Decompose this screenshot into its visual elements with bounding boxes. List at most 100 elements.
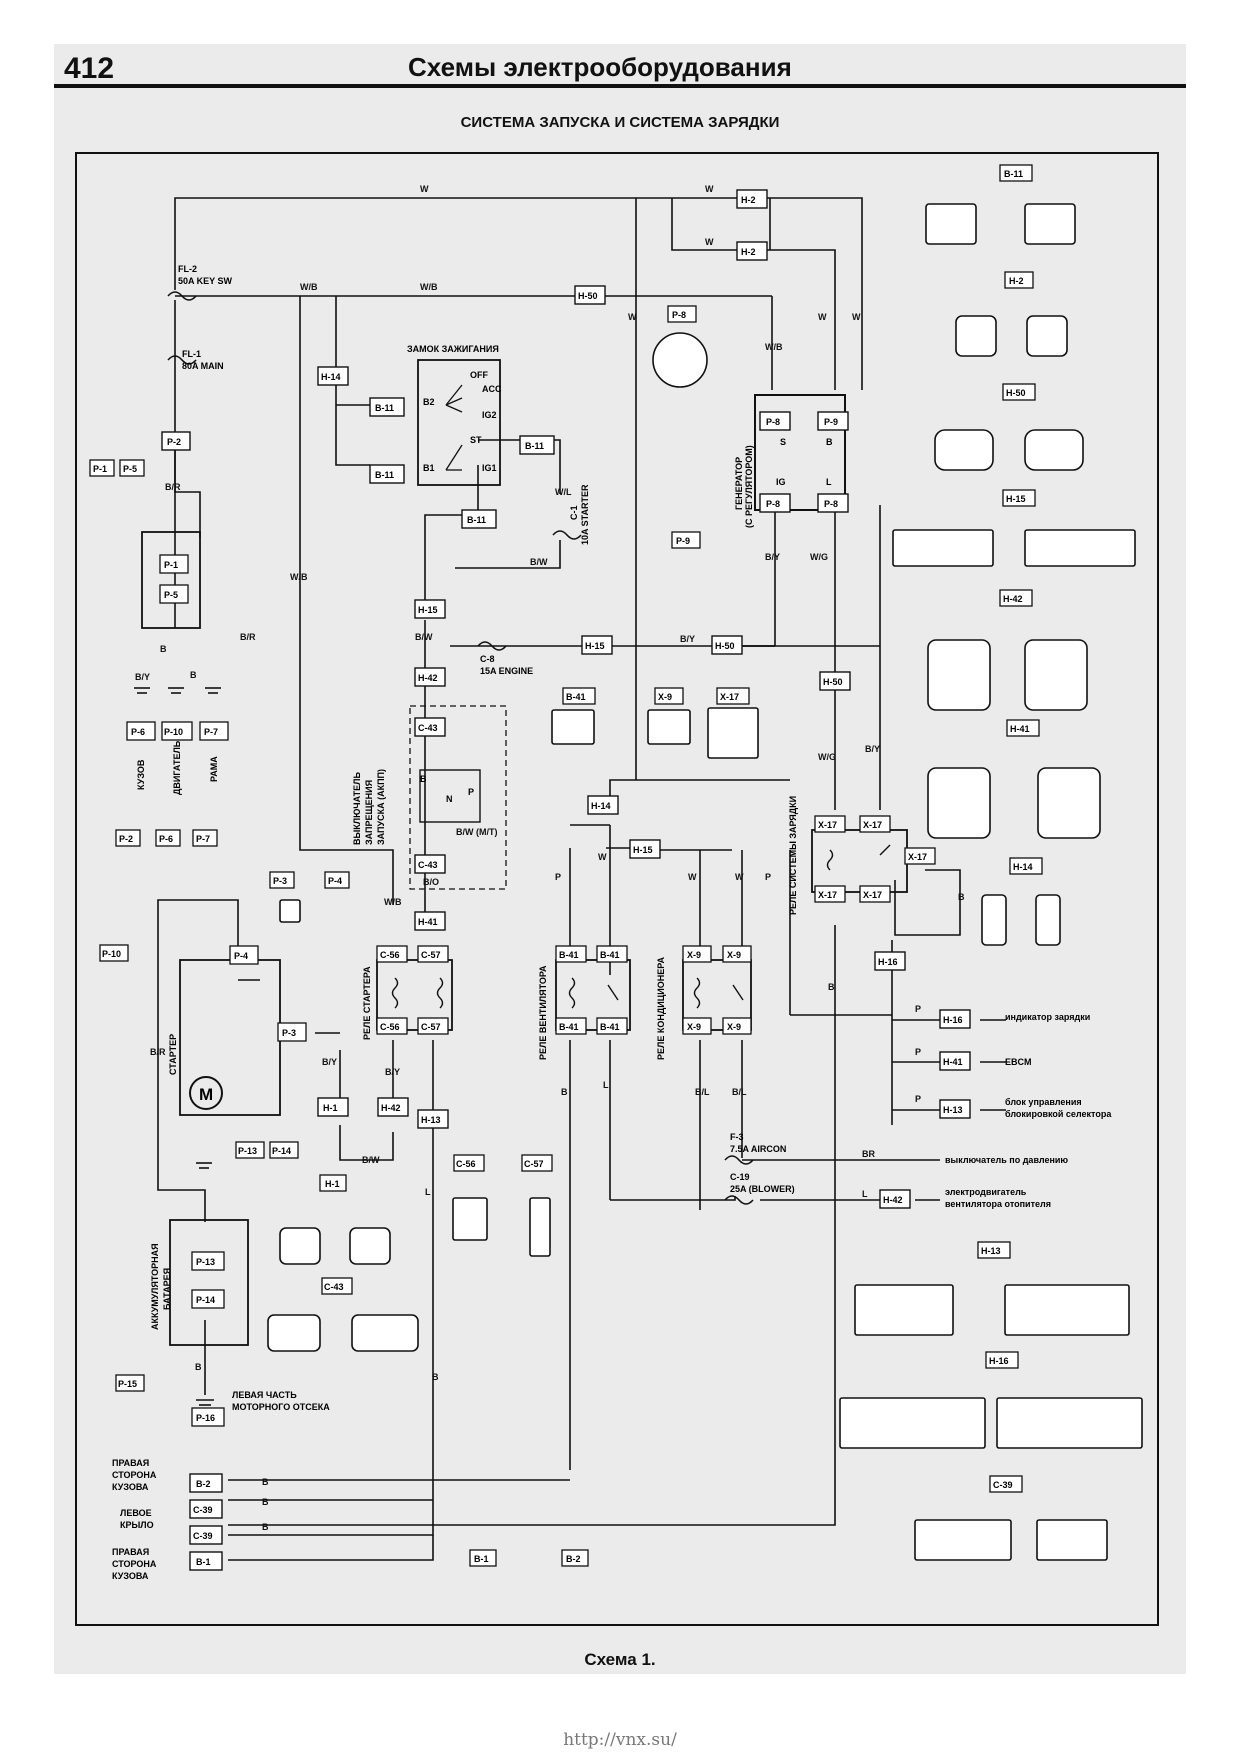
source-url[interactable]: http://vnx.su/ <box>563 1730 677 1750</box>
svg-text:P-15: P-15 <box>118 1379 137 1389</box>
svg-text:W: W <box>735 872 744 882</box>
svg-text:B: B <box>262 1522 269 1532</box>
fuse-symbols <box>167 291 754 1205</box>
section-title: СИСТЕМА ЗАПУСКА И СИСТЕМА ЗАРЯДКИ <box>460 114 780 131</box>
inhibitor-label-3: ЗАПУСКА (АКПП) <box>376 769 386 845</box>
svg-text:H-16: H-16 <box>943 1015 963 1025</box>
svg-text:B: B <box>958 892 965 902</box>
page-number: 412 <box>64 52 115 85</box>
svg-text:X-9: X-9 <box>658 692 672 702</box>
svg-text:C-56: C-56 <box>456 1159 476 1169</box>
body-ground-3b: СТОРОНА <box>112 1559 157 1569</box>
svg-text:P-16: P-16 <box>196 1413 215 1423</box>
ac-relay-box <box>682 959 752 1031</box>
connector-h42-a <box>414 667 446 687</box>
svg-text:W/G: W/G <box>810 552 828 562</box>
svg-text:H-14: H-14 <box>591 801 611 811</box>
ground-connectors: P-6 P-10 P-7 <box>126 721 229 741</box>
svg-text:H-2: H-2 <box>741 247 756 257</box>
connector-c39-a <box>189 1499 223 1519</box>
connector-c43-b <box>414 854 446 874</box>
svg-text:P-4: P-4 <box>328 876 342 886</box>
header-rule <box>54 84 1186 88</box>
generator-box <box>754 394 846 511</box>
generator-sublabel: (С РЕГУЛЯТОРОМ) <box>744 445 754 528</box>
charge-relay-label: РЕЛЕ СИСТЕМЫ ЗАРЯДКИ <box>788 796 798 915</box>
svg-text:B: B <box>195 1362 202 1372</box>
svg-text:B-11: B-11 <box>375 403 394 413</box>
svg-text:H-50: H-50 <box>578 291 598 301</box>
svg-text:C-56: C-56 <box>380 1022 400 1032</box>
ground-symbols <box>134 687 221 1406</box>
svg-text:P-3: P-3 <box>273 876 287 886</box>
fuse-c1-label: C-1 <box>569 505 579 520</box>
svg-text:B-41: B-41 <box>559 950 579 960</box>
svg-text:H-1: H-1 <box>323 1103 338 1113</box>
output-charge-indicator: индикатор зарядки <box>1005 1012 1090 1022</box>
connector-h15-b <box>581 635 613 655</box>
ac-relay-label: РЕЛЕ КОНДИЦИОНЕРА <box>656 957 666 1060</box>
svg-text:P-2: P-2 <box>167 437 181 447</box>
svg-text:H-42: H-42 <box>418 673 438 683</box>
connector-b1 <box>189 1551 223 1571</box>
svg-text:P-6: P-6 <box>159 834 173 844</box>
svg-text:W: W <box>705 237 714 247</box>
svg-text:X-17: X-17 <box>818 890 837 900</box>
svg-text:X-9: X-9 <box>727 950 741 960</box>
svg-text:H-42: H-42 <box>883 1195 903 1205</box>
svg-text:B: B <box>432 1372 439 1382</box>
svg-text:P-1: P-1 <box>164 560 178 570</box>
svg-text:H-50: H-50 <box>1006 388 1026 398</box>
svg-text:H-15: H-15 <box>633 845 653 855</box>
svg-text:B-41: B-41 <box>600 950 620 960</box>
svg-text:B-41: B-41 <box>566 692 586 702</box>
svg-text:P-8: P-8 <box>766 417 780 427</box>
svg-text:W: W <box>598 852 607 862</box>
svg-text:B: B <box>561 1087 568 1097</box>
output-pressure-switch: выключатель по давлению <box>945 1155 1068 1165</box>
svg-text:H-13: H-13 <box>421 1115 441 1125</box>
ign-off: OFF <box>470 370 488 380</box>
connector-h50-a <box>574 285 606 305</box>
svg-text:W: W <box>852 312 861 322</box>
fan-relay-box <box>555 959 631 1031</box>
svg-text:X-9: X-9 <box>687 950 701 960</box>
svg-text:L: L <box>603 1080 609 1090</box>
svg-text:H-15: H-15 <box>585 641 605 651</box>
svg-text:B-11: B-11 <box>525 441 544 451</box>
svg-text:H-15: H-15 <box>1006 494 1026 504</box>
inhibitor-pos-n: N <box>446 794 453 804</box>
battery-terminal-block <box>141 531 201 629</box>
svg-text:B: B <box>262 1497 269 1507</box>
connector-h41-a <box>414 911 446 931</box>
svg-text:P-13: P-13 <box>238 1146 257 1156</box>
svg-text:H-13: H-13 <box>943 1105 963 1115</box>
svg-text:B/Y: B/Y <box>322 1057 337 1067</box>
svg-text:P-8: P-8 <box>672 310 686 320</box>
svg-text:C-43: C-43 <box>418 723 438 733</box>
svg-text:H-42: H-42 <box>1003 594 1023 604</box>
svg-text:W/L: W/L <box>555 487 572 497</box>
gen-pin-b: B <box>826 437 833 447</box>
svg-text:P-13: P-13 <box>196 1257 215 1267</box>
svg-text:W/G: W/G <box>818 752 836 762</box>
svg-text:C-39: C-39 <box>993 1480 1013 1490</box>
connector-h50-b <box>711 635 743 655</box>
ign-ig2: IG2 <box>482 410 497 420</box>
body-ground-2a: ЛЕВОЕ <box>120 1508 152 1518</box>
connector-h14-b <box>587 795 619 815</box>
wire-color-labels: W W W W/B W/B B/R W/B B/W W/L B/Y B/W W/… <box>135 184 965 1532</box>
output-shift-lock-2: блокировкой селектора <box>1005 1109 1112 1119</box>
svg-text:W: W <box>628 312 637 322</box>
svg-text:H-50: H-50 <box>823 677 843 687</box>
ign-b1: B1 <box>423 463 435 473</box>
svg-text:L: L <box>425 1187 431 1197</box>
starter-relay-label: РЕЛЕ СТАРТЕРА <box>362 966 372 1040</box>
wire-connectors: H-2 H-2 H-50 H-14 B-11 B-11 B-11 B-11 H-… <box>161 189 971 1571</box>
motor-label: M <box>199 1085 213 1104</box>
gen-pin-ig: IG <box>776 477 786 487</box>
body-ground-1a: ПРАВАЯ <box>112 1458 149 1468</box>
svg-text:H-2: H-2 <box>741 195 756 205</box>
svg-text:P: P <box>555 872 561 882</box>
svg-text:H-16: H-16 <box>989 1356 1009 1366</box>
